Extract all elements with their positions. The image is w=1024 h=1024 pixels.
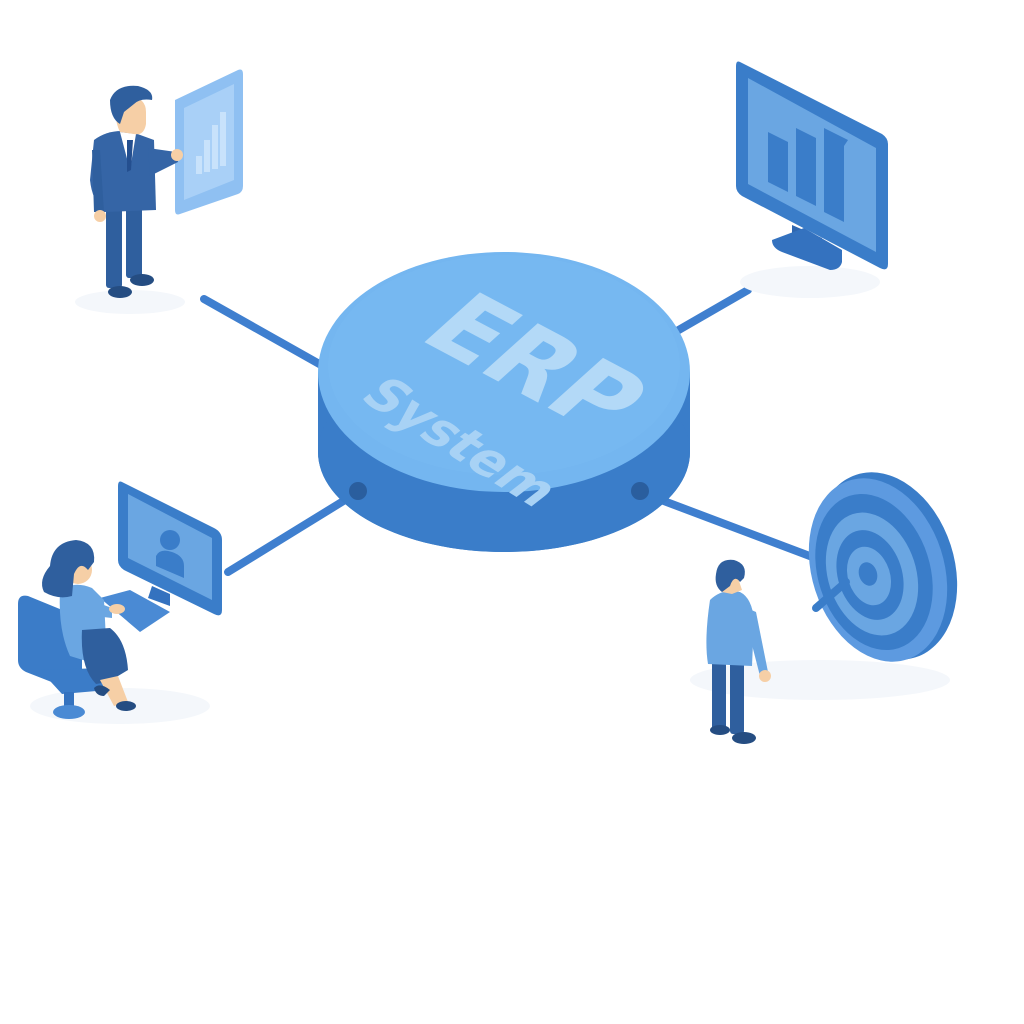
user-profile-icon	[156, 530, 184, 578]
dashboard-node	[736, 61, 888, 298]
hair	[42, 540, 95, 598]
connector-analyst	[200, 295, 334, 374]
dart-icon	[812, 578, 850, 612]
dashboard-shadow	[740, 266, 880, 298]
erp-hub: ERP System	[318, 252, 690, 552]
goals-node	[690, 472, 958, 744]
analyst-shadow	[75, 290, 185, 314]
goals-shadow	[690, 660, 950, 700]
tablet-icon	[175, 69, 243, 215]
analyst-node	[75, 69, 243, 314]
target-icon	[808, 472, 958, 662]
hub-port-right	[631, 482, 649, 500]
employee-node	[18, 481, 222, 724]
man-hair	[715, 559, 745, 592]
hub-port-left	[349, 482, 367, 500]
connector-employee	[224, 488, 362, 576]
connector-dashboard	[666, 286, 752, 339]
bar-chart-icon	[768, 128, 848, 222]
hub-top-highlight	[328, 255, 680, 475]
